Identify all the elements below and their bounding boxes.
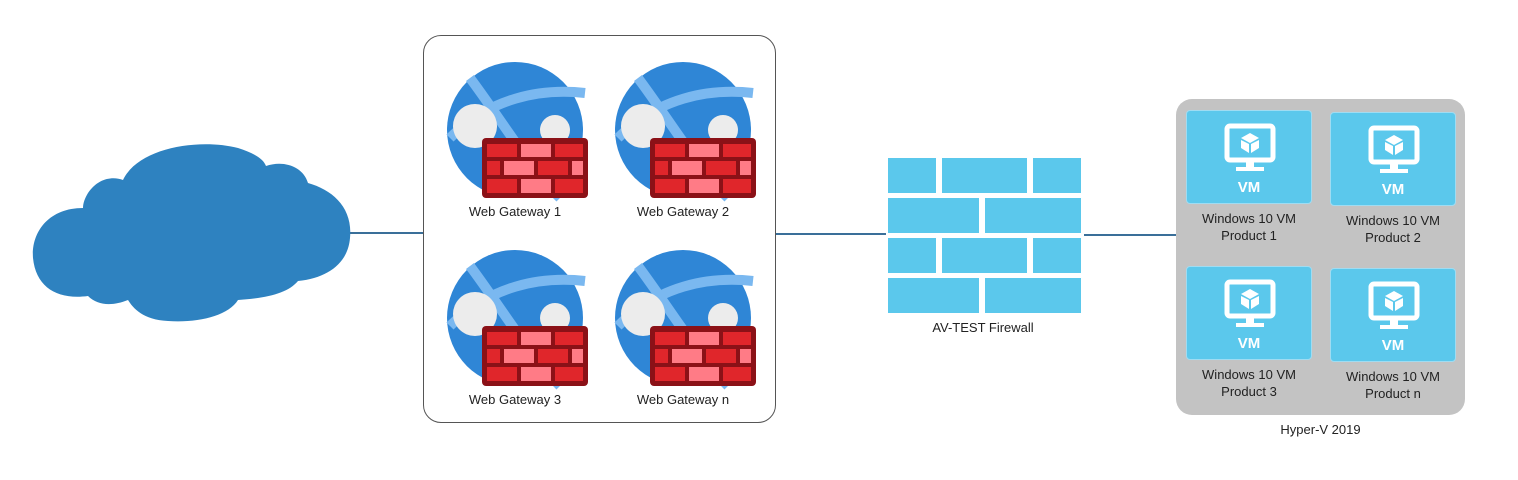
gateway-n[interactable]: Web Gateway n — [608, 246, 758, 416]
vm-product: Product 2 — [1365, 230, 1421, 245]
gateway-label: Web Gateway n — [636, 392, 730, 407]
vm-tile: VM — [1330, 268, 1456, 362]
vm-tile: VM — [1186, 110, 1312, 204]
connector-cloud-gateways — [350, 232, 424, 234]
vm-tile: VM — [1330, 112, 1456, 206]
vm-product: Product 1 — [1221, 228, 1277, 243]
gateway-label: Web Gateway 3 — [468, 392, 562, 407]
web-gateway-firewall-icon — [446, 62, 588, 202]
vm-label: Windows 10 VM Product 3 — [1176, 366, 1322, 400]
monitor-cube-icon — [1224, 279, 1276, 327]
gateway-2[interactable]: Web Gateway 2 — [608, 58, 758, 228]
monitor-cube-icon — [1224, 123, 1276, 171]
vm-product: Product n — [1365, 386, 1421, 401]
vm-product: Product 3 — [1221, 384, 1277, 399]
cloud-icon — [32, 144, 351, 322]
firewall-label: AV-TEST Firewall — [932, 320, 1034, 335]
gateway-3[interactable]: Web Gateway 3 — [440, 246, 590, 416]
gateway-label: Web Gateway 2 — [636, 204, 730, 219]
vm-tile: VM — [1186, 266, 1312, 360]
vm-label: Windows 10 VM Product 1 — [1176, 210, 1322, 244]
vm-os: Windows 10 VM — [1346, 213, 1440, 228]
vm-os: Windows 10 VM — [1346, 369, 1440, 384]
monitor-cube-icon — [1368, 125, 1420, 173]
vm-label: Windows 10 VM Product 2 — [1320, 212, 1466, 246]
host-label: Hyper-V 2019 — [1280, 422, 1361, 437]
vm-product-n[interactable]: VM Windows 10 VM Product n — [1330, 268, 1456, 418]
vm-product-3[interactable]: VM Windows 10 VM Product 3 — [1186, 266, 1312, 416]
web-gateway-firewall-icon — [614, 250, 756, 390]
vm-badge: VM — [1381, 181, 1405, 198]
web-gateway-firewall-icon — [614, 62, 756, 202]
monitor-cube-icon — [1368, 281, 1420, 329]
vm-product-1[interactable]: VM Windows 10 VM Product 1 — [1186, 110, 1312, 260]
firewall-icon[interactable] — [886, 156, 1082, 316]
vm-os: Windows 10 VM — [1202, 211, 1296, 226]
vm-badge: VM — [1237, 179, 1261, 196]
gateway-1[interactable]: Web Gateway 1 — [440, 58, 590, 228]
vm-product-2[interactable]: VM Windows 10 VM Product 2 — [1330, 112, 1456, 262]
connector-firewall-host — [1084, 234, 1177, 236]
vm-badge: VM — [1237, 335, 1261, 352]
vm-os: Windows 10 VM — [1202, 367, 1296, 382]
gateway-label: Web Gateway 1 — [468, 204, 562, 219]
vm-label: Windows 10 VM Product n — [1320, 368, 1466, 402]
web-gateway-firewall-icon — [446, 250, 588, 390]
vm-badge: VM — [1381, 337, 1405, 354]
connector-gateways-firewall — [776, 233, 886, 235]
